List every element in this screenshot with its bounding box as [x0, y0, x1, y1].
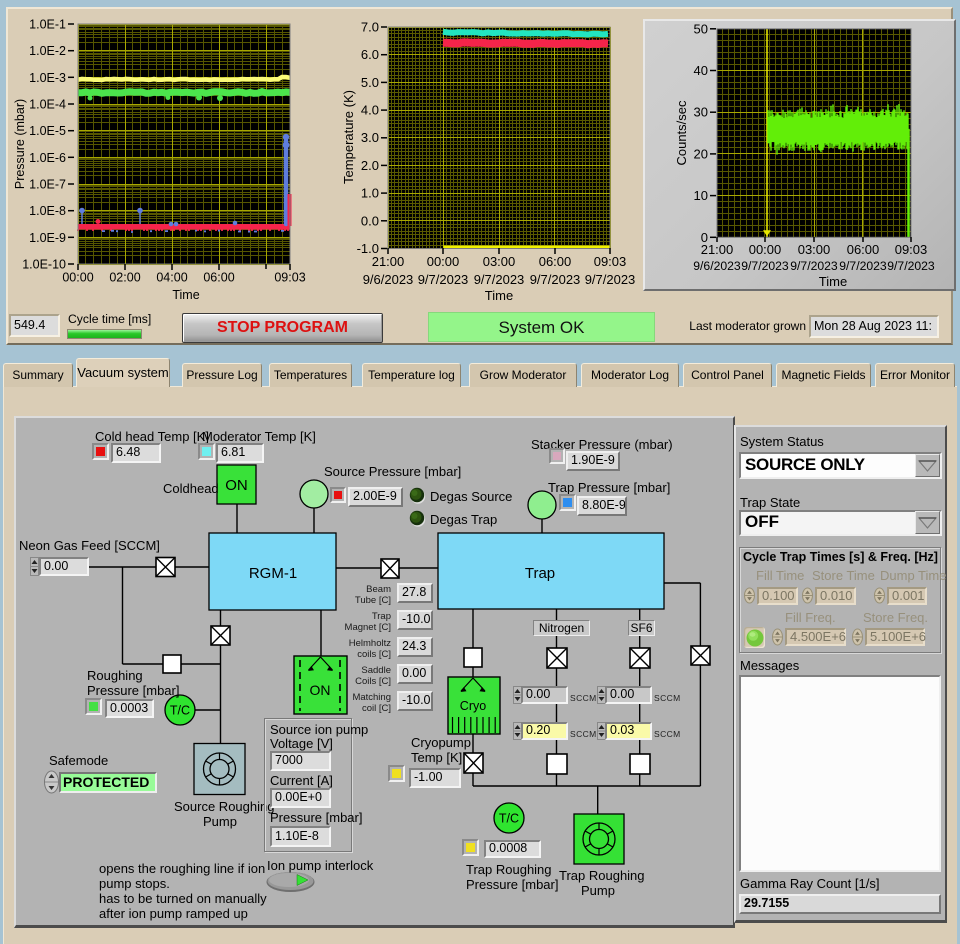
- svg-text:09:03: 09:03: [895, 242, 928, 257]
- svg-text:Time: Time: [819, 274, 847, 289]
- svg-text:6.0: 6.0: [361, 47, 379, 62]
- svg-text:50: 50: [694, 21, 708, 36]
- svg-text:30: 30: [694, 105, 708, 120]
- svg-text:09:03: 09:03: [594, 254, 627, 269]
- svg-text:-1.0: -1.0: [357, 241, 379, 256]
- svg-text:1.0E-5: 1.0E-5: [29, 124, 66, 138]
- svg-text:1.0E-1: 1.0E-1: [29, 18, 66, 32]
- svg-text:00:00: 00:00: [62, 271, 93, 285]
- svg-text:02:00: 02:00: [109, 271, 140, 285]
- svg-text:Pressure (mbar): Pressure (mbar): [13, 99, 27, 189]
- svg-text:04:00: 04:00: [156, 271, 187, 285]
- svg-text:9/7/2023: 9/7/2023: [790, 259, 838, 273]
- svg-text:1.0E-9: 1.0E-9: [29, 231, 66, 245]
- svg-text:2.0: 2.0: [361, 158, 379, 173]
- svg-text:06:00: 06:00: [203, 271, 234, 285]
- svg-text:Cryo: Cryo: [460, 699, 486, 713]
- svg-text:3.0: 3.0: [361, 130, 379, 145]
- svg-text:9/7/2023: 9/7/2023: [839, 259, 887, 273]
- svg-text:7.0: 7.0: [361, 20, 379, 35]
- svg-text:21:00: 21:00: [701, 242, 734, 257]
- svg-text:9/7/2023: 9/7/2023: [418, 272, 469, 287]
- svg-text:4.0: 4.0: [361, 103, 379, 118]
- svg-text:ON: ON: [310, 682, 331, 698]
- svg-text:00:00: 00:00: [427, 254, 460, 269]
- svg-text:1.0: 1.0: [361, 186, 379, 201]
- svg-text:00:00: 00:00: [749, 242, 782, 257]
- svg-text:Temperature (K): Temperature (K): [341, 90, 356, 184]
- svg-text:06:00: 06:00: [847, 242, 880, 257]
- svg-text:1.0E-6: 1.0E-6: [29, 151, 66, 165]
- svg-text:Time: Time: [172, 288, 199, 302]
- svg-text:9/7/2023: 9/7/2023: [530, 272, 581, 287]
- svg-text:1.0E-4: 1.0E-4: [29, 98, 66, 112]
- svg-text:1.0E-2: 1.0E-2: [29, 44, 66, 58]
- svg-text:1.0E-10: 1.0E-10: [22, 258, 66, 272]
- svg-text:9/7/2023: 9/7/2023: [887, 259, 935, 273]
- svg-text:40: 40: [694, 63, 708, 78]
- svg-text:09:03: 09:03: [274, 271, 305, 285]
- svg-text:0: 0: [701, 230, 708, 245]
- svg-text:9/7/2023: 9/7/2023: [474, 272, 525, 287]
- svg-text:T/C: T/C: [170, 704, 190, 718]
- svg-text:9/7/2023: 9/7/2023: [741, 259, 789, 273]
- svg-text:Counts/sec: Counts/sec: [674, 100, 689, 166]
- svg-text:ON: ON: [225, 477, 248, 494]
- svg-text:21:00: 21:00: [372, 254, 405, 269]
- svg-text:03:00: 03:00: [483, 254, 516, 269]
- svg-text:T/C: T/C: [499, 812, 519, 826]
- svg-text:06:00: 06:00: [539, 254, 572, 269]
- svg-text:0.0: 0.0: [361, 213, 379, 228]
- svg-text:03:00: 03:00: [798, 242, 831, 257]
- svg-text:1.0E-8: 1.0E-8: [29, 204, 66, 218]
- svg-text:5.0: 5.0: [361, 75, 379, 90]
- svg-text:1.0E-7: 1.0E-7: [29, 178, 66, 192]
- svg-text:RGM-1: RGM-1: [249, 565, 297, 582]
- svg-text:9/6/2023: 9/6/2023: [363, 272, 414, 287]
- svg-text:9/7/2023: 9/7/2023: [585, 272, 636, 287]
- svg-text:10: 10: [694, 188, 708, 203]
- svg-text:Time: Time: [485, 288, 513, 303]
- svg-text:Trap: Trap: [525, 565, 555, 582]
- svg-text:20: 20: [694, 146, 708, 161]
- svg-text:1.0E-3: 1.0E-3: [29, 71, 66, 85]
- svg-text:9/6/2023: 9/6/2023: [693, 259, 741, 273]
